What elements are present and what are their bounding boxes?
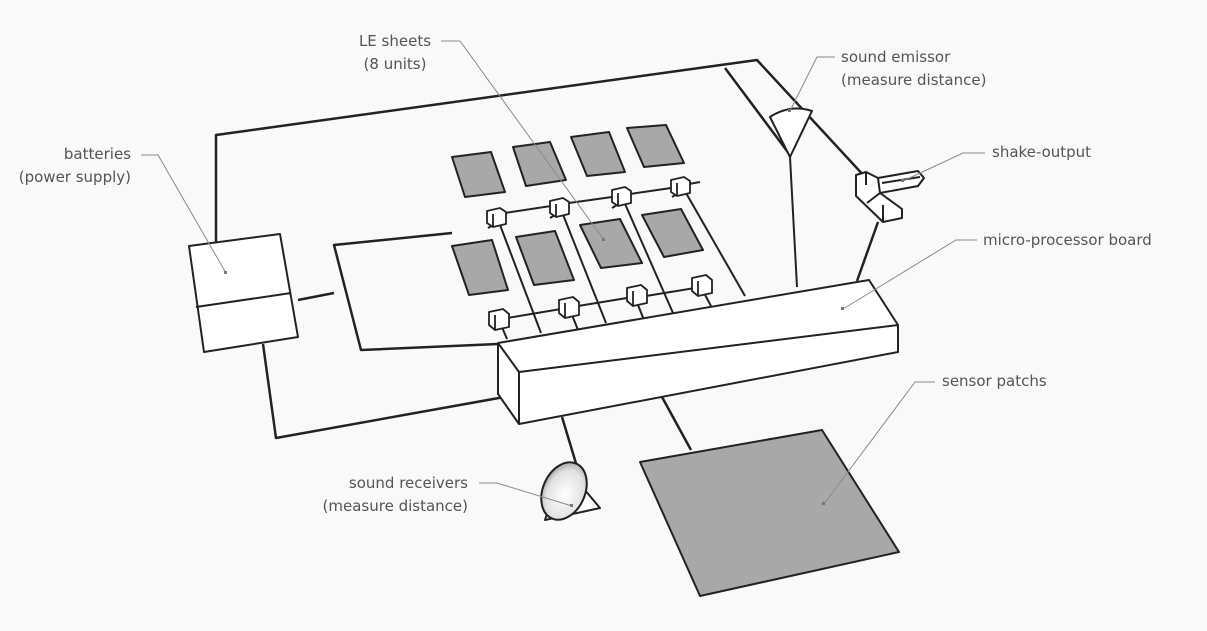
leader-le-sheets [441,40,605,241]
label-sound-emissor: sound emissor (measure distance) [841,46,986,92]
label-shake-output-line1: shake-output [992,143,1092,161]
le-sheets [451,124,704,296]
label-le-sheets-line2: (8 units) [363,55,427,73]
connector-upper-4 [670,176,691,197]
leader-sound-emissor [789,56,835,112]
connector-lower-1 [488,308,510,331]
shake-output-wire [855,221,880,282]
shake-output-device [855,170,925,223]
label-shake-output: shake-output [992,141,1091,164]
leader-anchor-dots [224,109,904,507]
le-sheet-2 [512,141,567,187]
sound-receiver-dish [540,461,601,521]
connector-upper-1 [486,207,507,228]
label-sound-receivers: sound receivers (measure distance) [290,472,468,518]
label-le-sheets: LE sheets (8 units) [339,30,451,76]
connectors [486,176,713,331]
label-batteries-line2: (power supply) [18,168,131,186]
label-sound-emissor-line2: (measure distance) [841,71,987,89]
label-sound-receivers-line2: (measure distance) [322,497,468,515]
connector-upper-3 [611,186,632,207]
leader-micro-processor [842,239,977,310]
label-sound-receivers-line1: sound receivers [348,474,468,492]
lower-wires [560,396,693,471]
connector-upper-2 [549,197,570,218]
le-sheet-7 [579,218,643,269]
batteries-box [188,233,299,353]
connector-lower-3 [626,284,648,307]
micro-processor-board [497,279,899,425]
label-sound-emissor-line1: sound emissor [841,48,951,66]
le-sheet-3 [570,131,626,177]
leader-sensor-patchs [823,381,935,505]
label-sensor-patchs-line1: sensor patchs [942,372,1047,390]
le-sheet-5 [451,239,509,296]
label-sensor-patchs: sensor patchs [942,370,1047,393]
outer-wiring-loop [214,58,867,440]
sensor-patch [639,429,900,597]
connector-lower-2 [558,296,580,319]
leader-sound-receivers [479,482,573,507]
label-micro-processor: micro-processor board [983,229,1152,252]
leader-batteries [141,154,227,274]
label-le-sheets-line1: LE sheets [358,32,432,50]
leader-lines [141,40,985,507]
le-sheet-4 [626,124,685,168]
le-sheet-1 [451,151,506,198]
sound-emissor-cone [769,107,813,288]
le-sheet-6 [515,230,575,286]
label-batteries-line1: batteries [63,145,131,163]
label-batteries: batteries (power supply) [0,143,131,189]
leader-shake-output [902,152,985,182]
le-sheet-8 [641,208,704,258]
le-sheet-board-frame [297,231,499,352]
label-micro-processor-line1: micro-processor board [983,231,1152,249]
connector-lower-4 [691,274,713,297]
